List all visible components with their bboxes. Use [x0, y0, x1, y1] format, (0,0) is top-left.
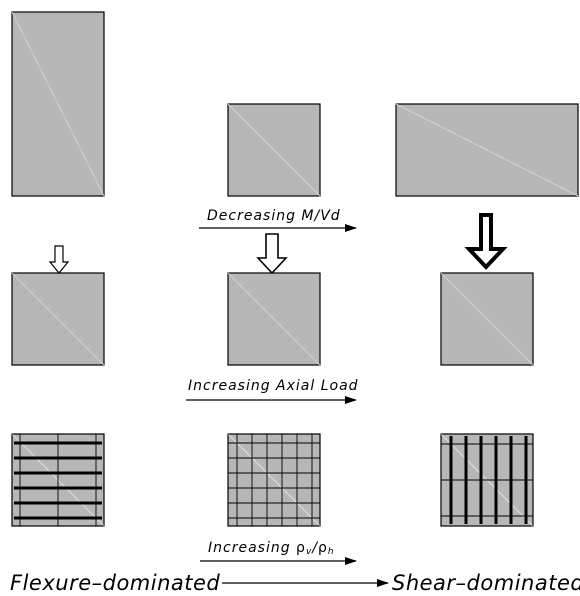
shear-dominated-label: Shear–dominated — [392, 571, 580, 595]
small-load-arrow-icon — [48, 245, 70, 274]
axial-load-label: Increasing Axial Load — [188, 378, 359, 394]
reinforcement-label: Increasing ρv/ρh — [208, 540, 335, 557]
flexure-dominated-label: Flexure–dominated — [10, 571, 220, 595]
wall-horizontal-reinforcement — [11, 433, 105, 527]
squat-wall — [395, 103, 579, 197]
large-load-arrow-icon — [464, 213, 508, 270]
medium-load-arrow-icon — [256, 233, 288, 275]
wall-vertical-reinforcement — [440, 433, 534, 527]
wall-high-axial — [440, 272, 534, 366]
square-wall — [227, 103, 321, 197]
wall-uniform-reinforcement — [227, 433, 321, 527]
aspect-ratio-label: Decreasing M/Vd — [207, 208, 341, 224]
wall-low-axial — [11, 272, 105, 366]
wall-medium-axial — [227, 272, 321, 366]
slender-wall — [11, 11, 105, 197]
